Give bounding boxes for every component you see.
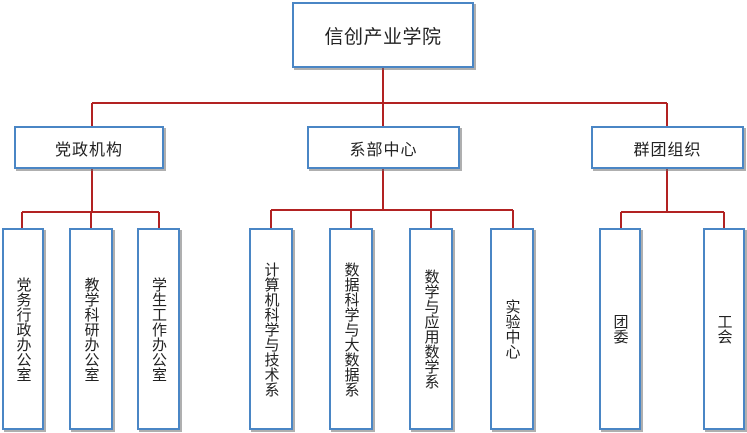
leaf-label: 实验中心	[503, 299, 522, 359]
leaf-label: 学生工作办公室	[150, 276, 168, 382]
leaf-node-student-affairs-office: 学生工作办公室	[137, 228, 180, 430]
branch-label: 群团组织	[633, 139, 702, 159]
leaf-label: 工会	[715, 314, 734, 344]
leaf-label: 团委	[611, 314, 630, 344]
leaf-label: 教学科研办公室	[82, 276, 101, 382]
branch-node-party-admin: 党政机构	[14, 126, 164, 169]
leaf-node-youth-league: 团委	[599, 228, 641, 430]
branch-node-mass-orgs: 群团组织	[591, 126, 744, 169]
leaf-label: 数学与应用数学系	[422, 269, 441, 389]
leaf-node-math-dept: 数学与应用数学系	[409, 228, 453, 430]
leaf-node-data-science-dept: 数据科学与大数据系	[329, 228, 373, 430]
leaf-node-lab-center: 实验中心	[490, 228, 534, 430]
leaf-label: 计算机科学与技术系	[262, 261, 281, 397]
root-node: 信创产业学院	[292, 2, 474, 68]
branch-label: 系部中心	[349, 139, 418, 159]
leaf-node-cs-dept: 计算机科学与技术系	[249, 228, 293, 430]
leaf-node-teaching-research-office: 教学科研办公室	[69, 228, 113, 430]
leaf-node-labor-union: 工会	[703, 228, 745, 430]
leaf-node-party-admin-office: 党务行政办公室	[2, 228, 44, 430]
leaf-label: 党务行政办公室	[14, 276, 33, 382]
leaf-label: 数据科学与大数据系	[342, 261, 361, 397]
branch-node-departments: 系部中心	[307, 126, 460, 169]
branch-label: 党政机构	[54, 139, 123, 159]
root-label: 信创产业学院	[324, 25, 442, 48]
